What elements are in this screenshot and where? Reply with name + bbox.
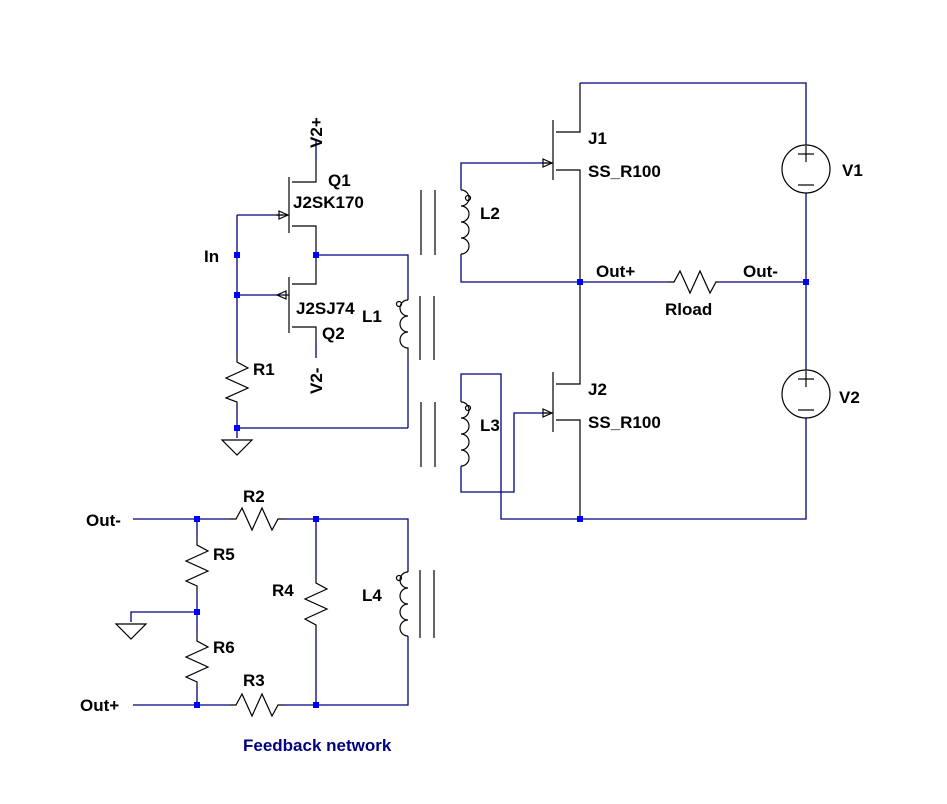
q1-ref-label: Q1 — [328, 171, 351, 190]
v2-voltage-source-symbol — [781, 369, 831, 419]
feedback-wires — [130, 518, 409, 706]
r2-label: R2 — [243, 487, 265, 506]
r6-label: R6 — [213, 638, 235, 657]
j1-njfet-symbol — [542, 83, 581, 282]
v1-label: V1 — [842, 161, 863, 180]
out-minus-node-label: Out- — [743, 262, 778, 281]
rload-resistor-symbol — [668, 269, 718, 295]
l3-label: L3 — [480, 416, 500, 435]
q1-njfet-symbol — [276, 160, 317, 255]
j2-njfet-symbol — [542, 282, 581, 519]
l3-inductor-symbol — [420, 401, 472, 467]
v2minus-label: V2- — [307, 368, 326, 394]
v2-label: V2 — [839, 388, 860, 407]
j2-value-label: SS_R100 — [588, 413, 661, 432]
r5-label: R5 — [213, 545, 235, 564]
rload-label: Rload — [665, 300, 712, 319]
r3-label: R3 — [243, 671, 265, 690]
r1-label: R1 — [253, 360, 275, 379]
junction-dots — [194, 252, 809, 708]
r4-resistor-symbol — [303, 576, 329, 634]
feedback-out-minus-label: Out- — [86, 511, 121, 530]
l3-wires — [460, 373, 580, 520]
supply-wires — [580, 82, 807, 520]
l2-inductor-symbol — [420, 189, 472, 255]
j1-ref-label: J1 — [588, 129, 607, 148]
feedback-out-plus-label: Out+ — [80, 696, 119, 715]
r6-resistor-symbol — [184, 634, 210, 686]
out-plus-node-label: Out+ — [596, 262, 635, 281]
q2-value-label: J2SJ74 — [296, 299, 355, 318]
l1-label: L1 — [362, 307, 382, 326]
v1-voltage-source-symbol — [781, 144, 831, 194]
v2plus-label: V2+ — [307, 117, 326, 148]
feedback-ground-icon — [114, 623, 148, 640]
r1-resistor-symbol — [224, 355, 250, 405]
j2-ref-label: J2 — [588, 380, 607, 399]
q2-pjfet-symbol — [275, 255, 317, 340]
q1-value-label: J2SK170 — [293, 193, 364, 212]
l1-inductor-symbol — [395, 296, 435, 360]
l4-label: L4 — [362, 586, 382, 605]
r3-resistor-symbol — [230, 692, 284, 718]
l2-label: L2 — [480, 204, 500, 223]
l4-inductor-symbol — [395, 570, 435, 638]
ground-icon — [220, 439, 254, 456]
q2-ref-label: Q2 — [322, 324, 345, 343]
r4-label: R4 — [272, 581, 294, 600]
feedback-network-title: Feedback network — [243, 736, 392, 755]
r5-resistor-symbol — [184, 538, 210, 594]
in-label: In — [204, 247, 219, 266]
r2-resistor-symbol — [230, 506, 284, 532]
l2-wires — [460, 162, 580, 283]
j1-value-label: SS_R100 — [588, 162, 661, 181]
